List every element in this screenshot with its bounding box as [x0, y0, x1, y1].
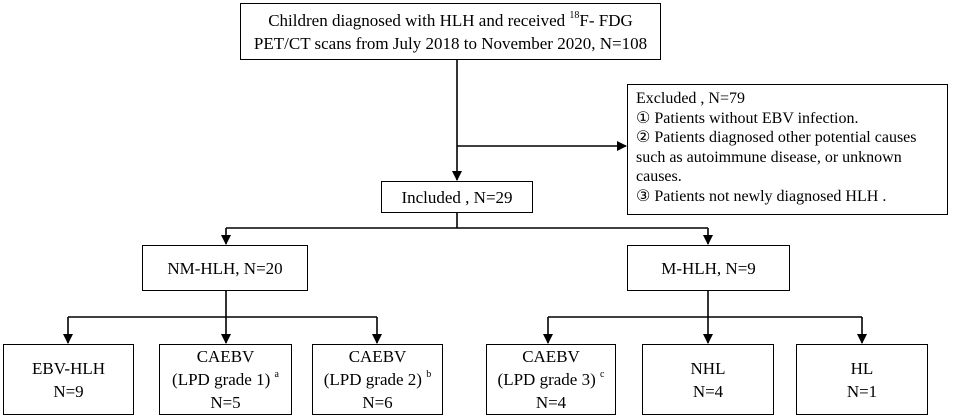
caebv2-count: N=6: [362, 393, 393, 412]
excluded-item-3: ③ Patients not newly diagnosed HLH .: [636, 187, 887, 205]
leaf-ebv-hlh: EBV-HLH N=9: [3, 344, 134, 415]
top-box-line2: PET/CT scans from July 2018 to November …: [253, 33, 648, 53]
caebv1-grade-text: (LPD grade 1): [172, 370, 271, 389]
top-box-line1-text: Children diagnosed with HLH and received: [268, 10, 570, 30]
top-box-children-diagnosed: Children diagnosed with HLH and received…: [240, 3, 661, 60]
leaf-caebv-grade-2: CAEBV (LPD grade 2) b N=6: [312, 344, 443, 415]
top-box-line1: Children diagnosed with HLH and received…: [268, 9, 633, 32]
excluded-box: Excluded , N=79 ① Patients without EBV i…: [627, 84, 948, 215]
caebv3-grade: (LPD grade 3) c: [498, 368, 605, 391]
caebv3-grade-text: (LPD grade 3): [497, 370, 596, 389]
caebv3-count: N=4: [535, 393, 567, 412]
caebv1-grade: (LPD grade 1) a: [172, 368, 279, 391]
excluded-item-1: ① Patients without EBV infection.: [636, 109, 859, 127]
caebv2-footnote: b: [426, 369, 432, 381]
caebv1-title: CAEBV: [196, 347, 255, 366]
m-hlh-box: M-HLH, N=9: [627, 245, 790, 291]
caebv3-footnote: c: [600, 369, 605, 381]
excluded-item-2-line1: ② Patients diagnosed other potential cau…: [636, 129, 917, 146]
caebv2-grade: (LPD grade 2) b: [324, 368, 431, 391]
m-hlh-label: M-HLH, N=9: [661, 258, 756, 278]
nhl-count: N=4: [692, 381, 724, 401]
caebv1-footnote: a: [274, 369, 279, 381]
leaf-caebv-grade-1: CAEBV (LPD grade 1) a N=5: [159, 344, 292, 415]
hl-title: HL: [850, 358, 874, 378]
leaf-nhl: NHL N=4: [642, 344, 774, 415]
caebv2-grade-text: (LPD grade 2): [323, 370, 422, 389]
excluded-item-2-line2: such as autoimmune disease, or unknown: [636, 148, 902, 166]
excluded-item-2-line3: causes.: [636, 168, 682, 185]
caebv1-count: N=5: [210, 393, 241, 412]
leaf-hl: HL N=1: [796, 344, 928, 415]
ebv-hlh-count: N=9: [53, 381, 84, 401]
top-box-line1-suffix: F- FDG: [579, 10, 633, 30]
hl-count: N=1: [846, 381, 878, 401]
included-box: Included , N=29: [381, 181, 533, 213]
nm-hlh-label: NM-HLH, N=20: [167, 258, 283, 278]
caebv2-title: CAEBV: [348, 347, 407, 366]
leaf-caebv-grade-3: CAEBV (LPD grade 3) c N=4: [486, 344, 616, 415]
nm-hlh-box: NM-HLH, N=20: [142, 245, 308, 291]
nhl-title: NHL: [690, 358, 726, 378]
top-box-superscript: 18: [569, 9, 580, 21]
included-label: Included , N=29: [401, 187, 513, 207]
excluded-title: Excluded , N=79: [636, 90, 745, 107]
caebv3-title: CAEBV: [522, 347, 580, 366]
ebv-hlh-title: EBV-HLH: [31, 358, 106, 378]
